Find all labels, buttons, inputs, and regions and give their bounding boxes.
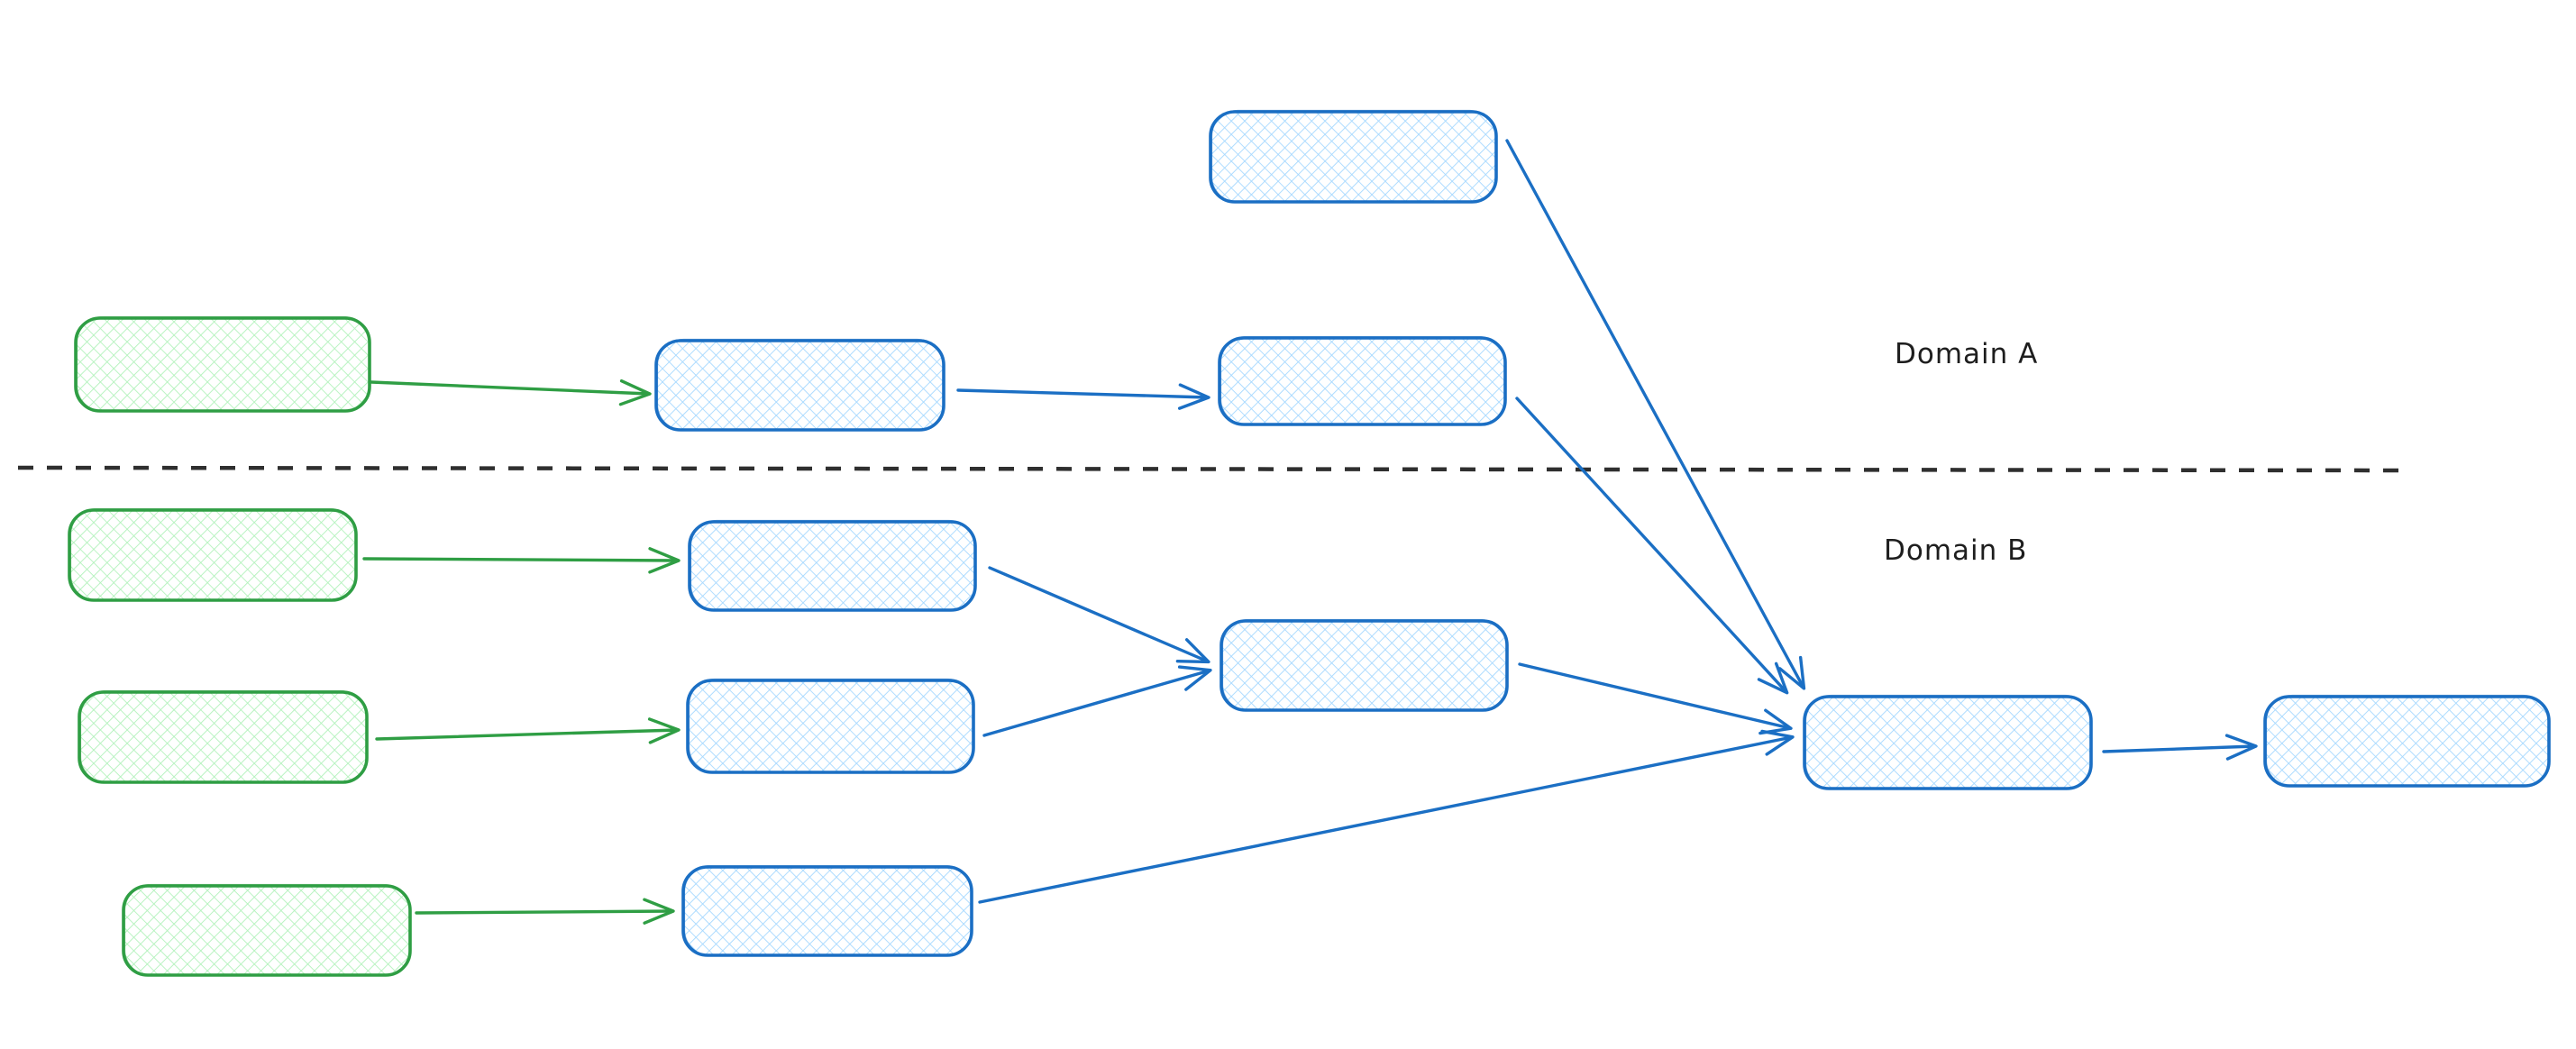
node-shape-overstroke-blue-b-stage-1c — [683, 864, 973, 957]
node-shape-overstroke-blue-b-stage-1b — [688, 678, 974, 774]
node-blue-a-stage-1[interactable] — [654, 338, 945, 432]
node-green-source-b3[interactable] — [122, 883, 412, 977]
node-shape-green-source-b3[interactable] — [122, 884, 412, 977]
node-shape-overstroke-blue-top-source — [1210, 109, 1497, 204]
node-shape-overstroke-blue-a-stage-2 — [1219, 335, 1506, 426]
node-blue-output[interactable] — [2263, 694, 2551, 788]
node-shape-overstroke-green-source-b2 — [79, 689, 368, 784]
node-green-source-b1[interactable] — [68, 507, 358, 602]
node-shape-overstroke-blue-a-stage-1 — [656, 338, 945, 432]
edge-a2-to-aggregator[interactable] — [1515, 397, 1789, 695]
node-shape-blue-a-stage-1[interactable] — [654, 339, 945, 432]
node-shape-blue-aggregator[interactable] — [1803, 695, 2093, 790]
node-shape-blue-b-stage-1b[interactable] — [686, 679, 975, 774]
edge-b1c-to-aggregator[interactable] — [978, 729, 1795, 904]
node-shape-blue-a-stage-2[interactable] — [1218, 336, 1507, 426]
node-shape-blue-b-merge[interactable] — [1219, 619, 1509, 712]
node-shape-overstroke-green-source-b1 — [69, 507, 357, 602]
edge-top-to-aggregator[interactable] — [1505, 139, 1806, 690]
edge-b1b-to-merge[interactable] — [982, 665, 1212, 737]
node-shape-blue-top-source[interactable] — [1209, 110, 1498, 204]
edge-green-b2-to-b1b[interactable] — [375, 717, 681, 744]
node-shape-overstroke-blue-aggregator — [1804, 694, 2092, 790]
edge-b1a-to-merge[interactable] — [988, 566, 1210, 664]
node-green-source-b2[interactable] — [78, 689, 369, 784]
node-shape-blue-b-stage-1a[interactable] — [688, 520, 977, 612]
node-blue-aggregator[interactable] — [1803, 694, 2093, 790]
domain-b-label[interactable]: Domain B — [1884, 534, 2027, 567]
edge-merge-to-aggregator[interactable] — [1518, 662, 1793, 735]
node-blue-top-source[interactable] — [1209, 109, 1498, 204]
node-green-source-a[interactable] — [74, 315, 371, 413]
edge-green-a-to-a1[interactable] — [370, 379, 652, 406]
node-shape-green-source-b2[interactable] — [78, 690, 369, 784]
edge-green-b3-to-b1c[interactable] — [415, 898, 675, 925]
node-shape-green-source-b1[interactable] — [68, 508, 358, 602]
node-shape-blue-output[interactable] — [2263, 695, 2551, 788]
node-blue-a-stage-2[interactable] — [1218, 335, 1507, 426]
domain-divider[interactable] — [17, 465, 2413, 473]
edge-green-b1-to-b1a[interactable] — [362, 547, 681, 574]
node-blue-b-stage-1c[interactable] — [681, 864, 973, 957]
node-blue-b-stage-1b[interactable] — [686, 678, 975, 774]
edge-aggregator-to-output[interactable] — [2102, 734, 2258, 761]
node-shape-overstroke-blue-output — [2265, 694, 2550, 788]
node-blue-b-stage-1a[interactable] — [688, 519, 977, 612]
node-shape-overstroke-green-source-b3 — [123, 883, 411, 977]
edge-a1-to-a2[interactable] — [956, 383, 1210, 410]
node-shape-overstroke-green-source-a — [76, 315, 370, 413]
domain-a-label[interactable]: Domain A — [1895, 338, 2038, 370]
node-shape-green-source-a[interactable] — [74, 316, 371, 413]
node-blue-b-merge[interactable] — [1219, 618, 1509, 712]
node-shape-blue-b-stage-1c[interactable] — [681, 865, 973, 957]
node-shape-overstroke-blue-b-merge — [1221, 618, 1508, 712]
node-shape-overstroke-blue-b-stage-1a — [690, 519, 976, 612]
